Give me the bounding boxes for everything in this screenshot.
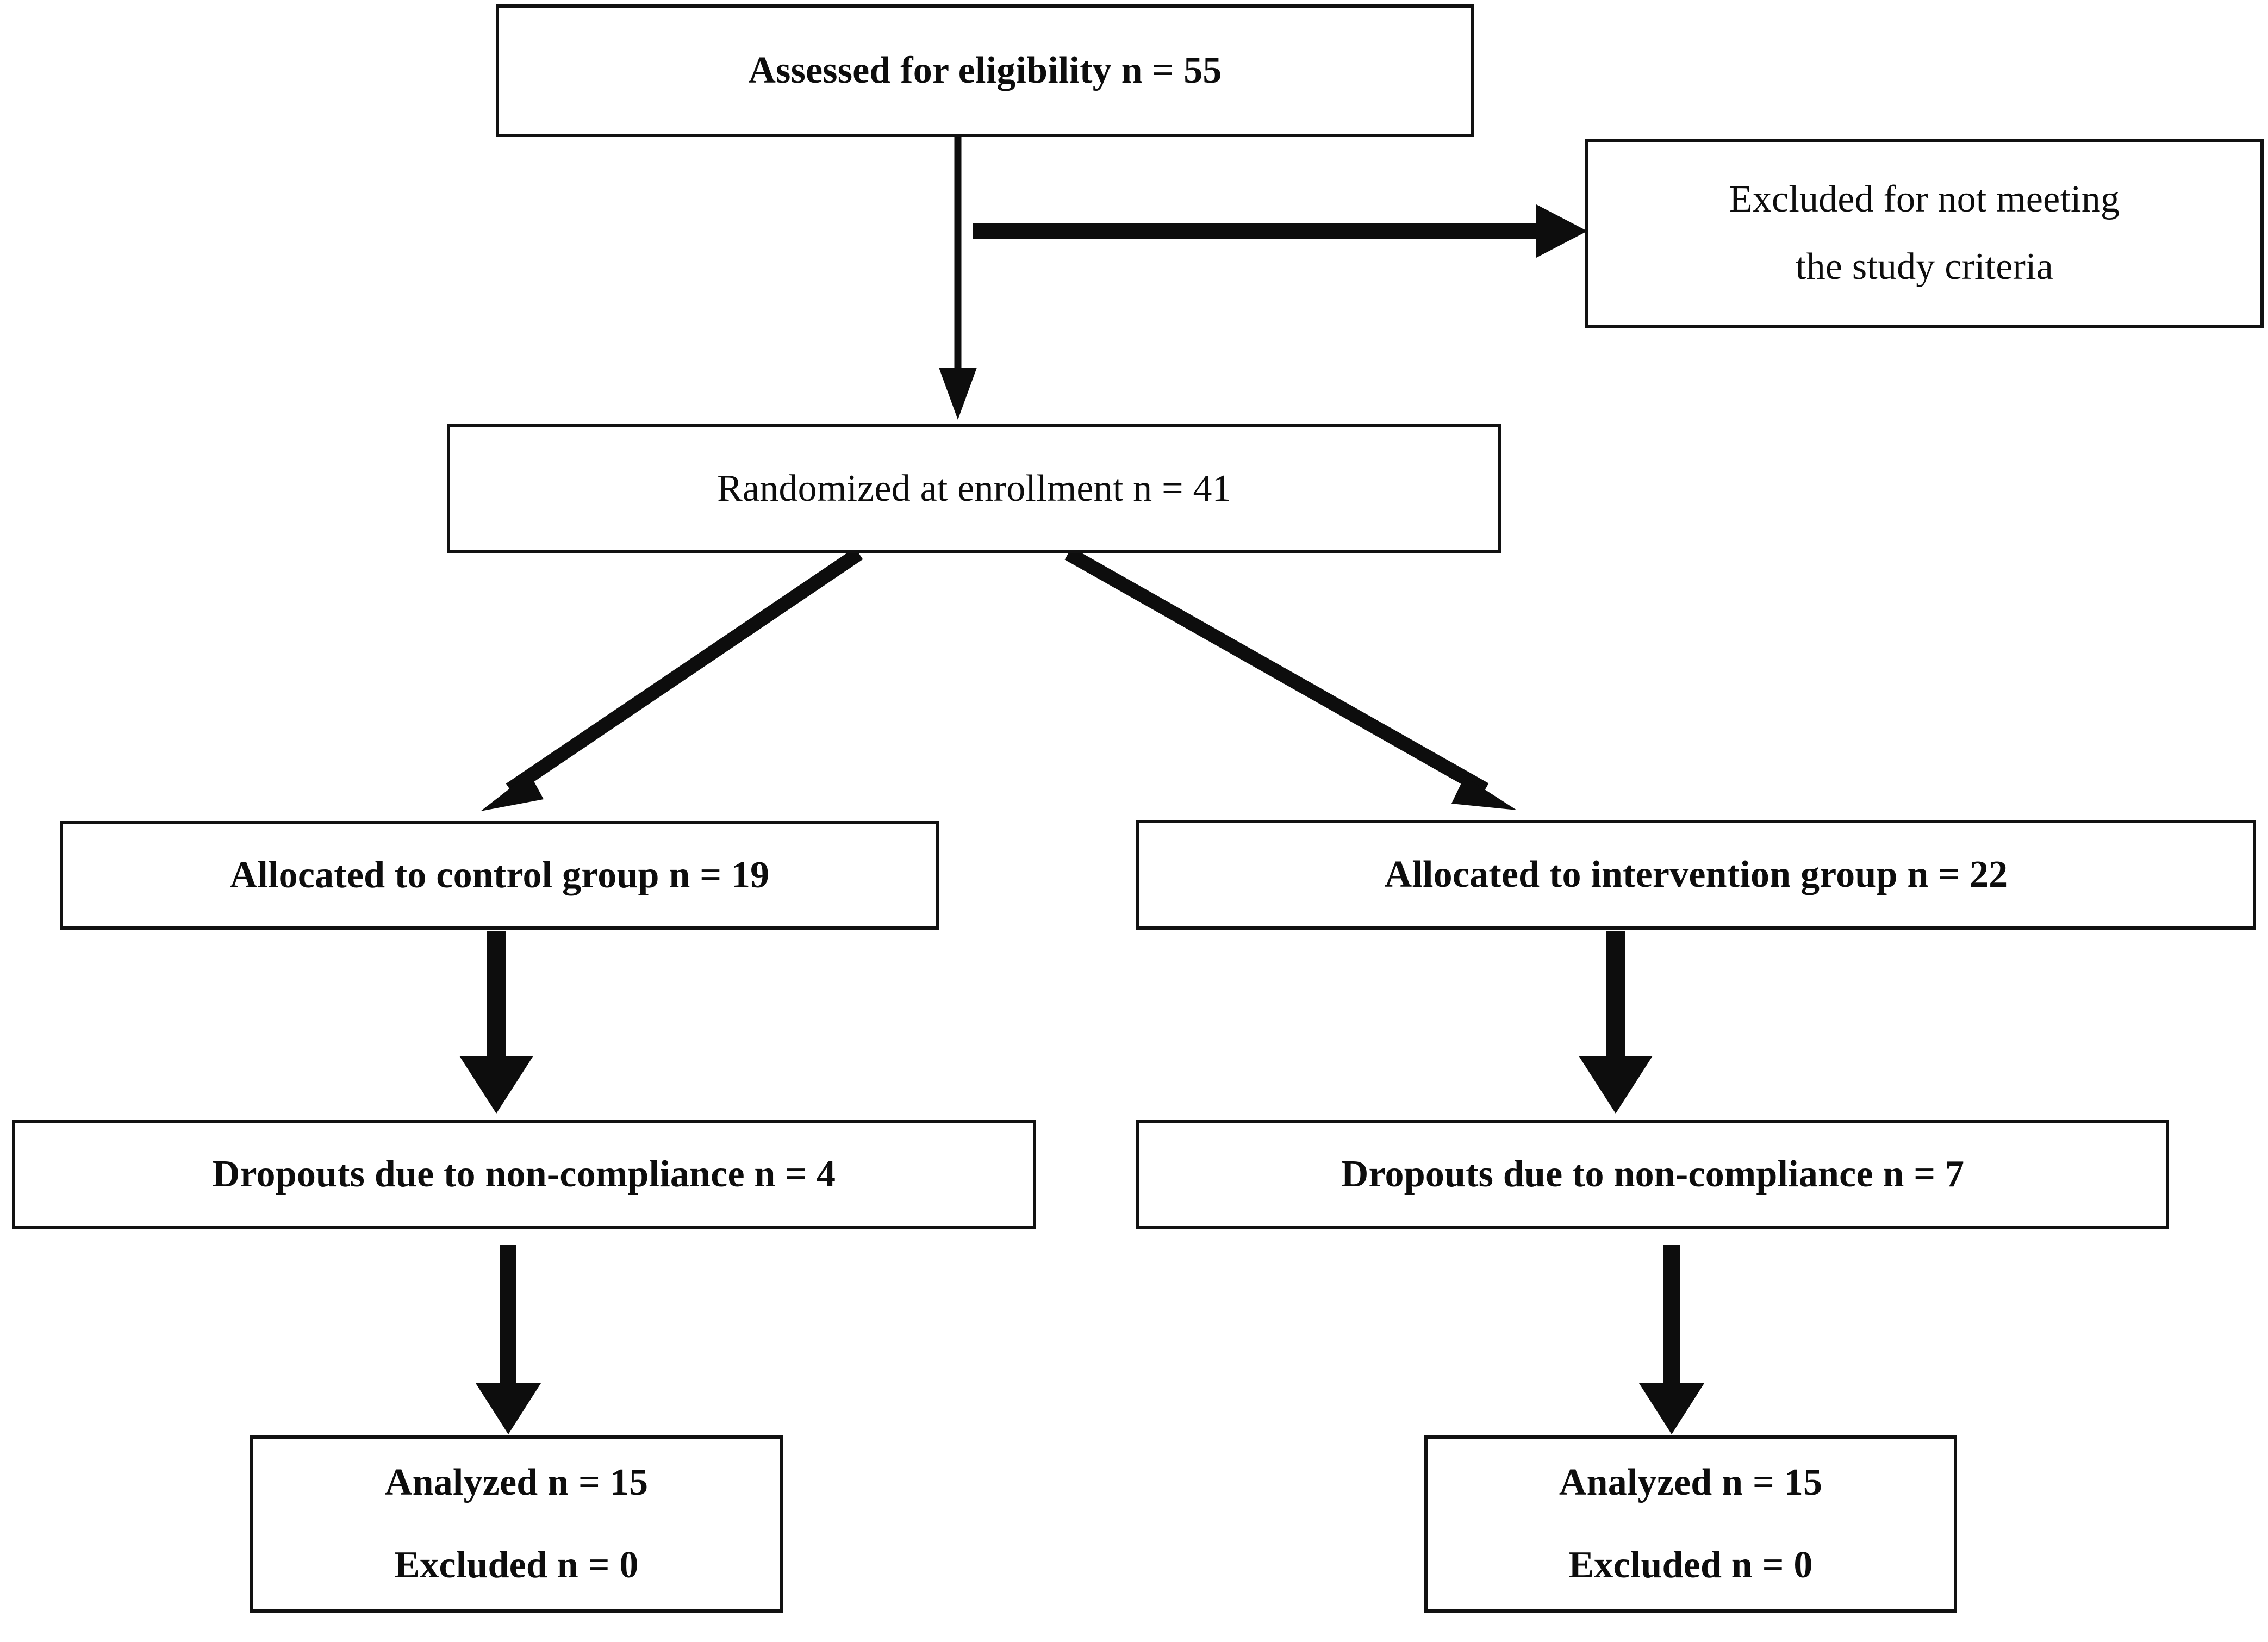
analyzed-intervention-analyzed-label: Analyzed n = 15 — [1559, 1461, 1823, 1503]
excluded-criteria-label-line1: Excluded for not meeting — [1729, 178, 2120, 220]
dropouts-control-box: Dropouts due to non-compliance n = 4 — [12, 1120, 1036, 1229]
randomized-to-intervention-arrow — [1064, 547, 1517, 810]
allocated-intervention-group-label: Allocated to intervention group n = 22 — [1384, 853, 2008, 895]
analyzed-control-excluded-label: Excluded n = 0 — [394, 1544, 639, 1586]
analyzed-intervention-box: Analyzed n = 15 Excluded n = 0 — [1424, 1435, 1957, 1613]
allocated-intervention-group-box: Allocated to intervention group n = 22 — [1136, 820, 2256, 930]
allocated-control-group-label: Allocated to control group n = 19 — [229, 854, 770, 896]
excluded-not-meeting-criteria-box: Excluded for not meeting the study crite… — [1585, 139, 2264, 328]
assessed-for-eligibility-box: Assessed for eligibility n = 55 — [496, 4, 1474, 137]
excluded-criteria-label-line2: the study criteria — [1796, 246, 2053, 288]
allocated-control-group-box: Allocated to control group n = 19 — [60, 821, 939, 930]
assessed-for-eligibility-label: Assessed for eligibility n = 55 — [748, 49, 1222, 91]
intervention-alloc-to-dropout-arrow — [1579, 931, 1653, 1114]
randomized-at-enrollment-label: Randomized at enrollment n = 41 — [717, 467, 1231, 509]
dropouts-control-label: Dropouts due to non-compliance n = 4 — [212, 1153, 836, 1195]
analyzed-control-analyzed-label: Analyzed n = 15 — [384, 1461, 649, 1503]
analyzed-control-box: Analyzed n = 15 Excluded n = 0 — [250, 1435, 783, 1613]
assessed-to-excluded-arrow — [973, 204, 1587, 258]
intervention-dropout-to-analyzed-arrow — [1639, 1245, 1704, 1434]
control-alloc-to-dropout-arrow — [459, 931, 533, 1114]
randomized-at-enrollment-box: Randomized at enrollment n = 41 — [447, 424, 1501, 553]
assessed-to-randomized-arrow — [939, 137, 977, 420]
dropouts-intervention-box: Dropouts due to non-compliance n = 7 — [1136, 1120, 2169, 1229]
dropouts-intervention-label: Dropouts due to non-compliance n = 7 — [1341, 1153, 1965, 1195]
control-dropout-to-analyzed-arrow — [476, 1245, 541, 1434]
randomized-to-control-arrow — [481, 548, 863, 811]
analyzed-intervention-excluded-label: Excluded n = 0 — [1568, 1544, 1813, 1586]
